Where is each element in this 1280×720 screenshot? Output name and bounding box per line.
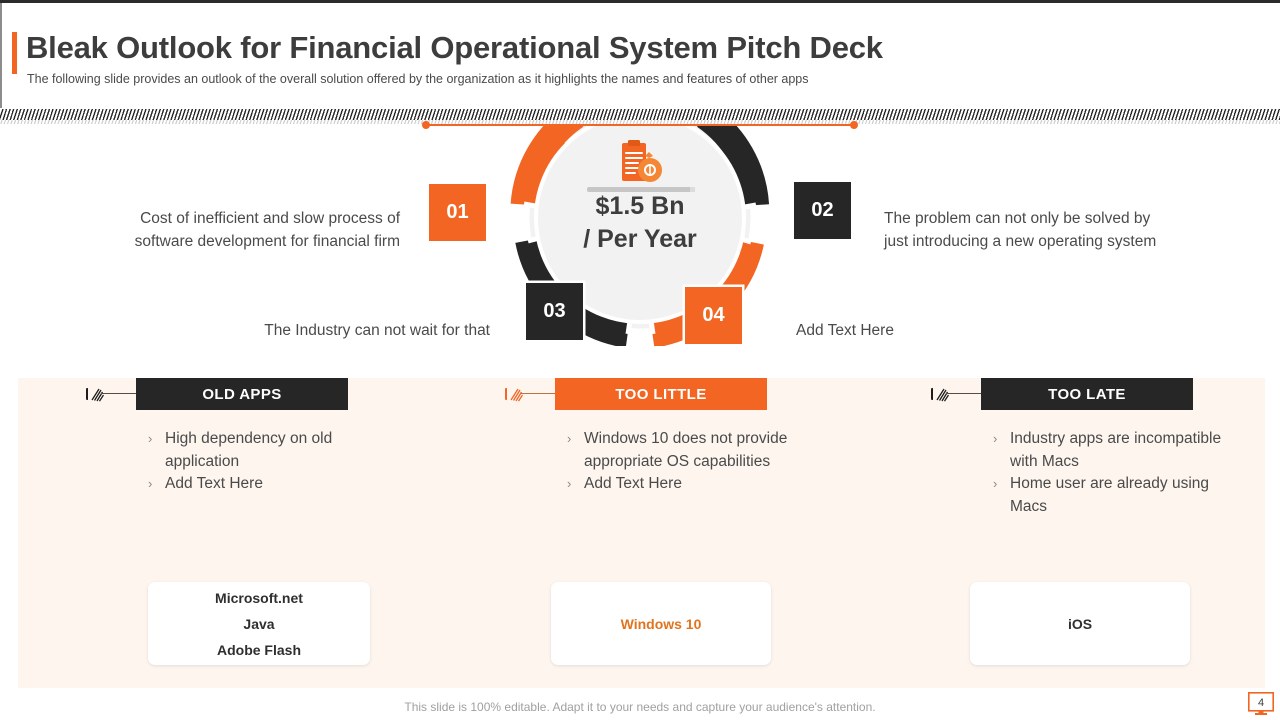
app-card-old-apps[interactable]: Microsoft.net Java Adobe Flash (148, 582, 370, 665)
header-connector-line (101, 393, 141, 395)
app-card-line: Java (243, 615, 275, 632)
header-chip-too-little[interactable]: TOO LITTLE (555, 378, 767, 410)
hatched-tag-icon (86, 388, 104, 402)
bullet-text: Add Text Here (584, 475, 682, 492)
list-item: › Add Text Here (148, 473, 378, 496)
chevron-right-icon: › (567, 431, 572, 446)
left-edge-rule (0, 3, 2, 108)
header-chip-too-late[interactable]: TOO LATE (981, 378, 1193, 410)
donut-rings (510, 126, 770, 346)
center-divider-rule (587, 187, 695, 192)
hatched-divider-light (0, 120, 1280, 124)
chevron-right-icon: › (148, 431, 153, 446)
center-value: $1.5 Bn / Per Year (424, 190, 856, 256)
segment-number-02[interactable]: 02 (794, 182, 851, 239)
content-panel: OLD APPS › High dependency on old applic… (18, 378, 1265, 688)
chevron-right-icon: › (993, 476, 998, 491)
header-connector-line (520, 393, 560, 395)
list-item: › Windows 10 does not provide appropriat… (567, 428, 797, 473)
list-item: › High dependency on old application (148, 428, 378, 473)
column-too-little: TOO LITTLE › Windows 10 does not provide… (505, 378, 905, 665)
app-card-line: iOS (1067, 615, 1093, 632)
app-card-too-little[interactable]: Windows 10 (551, 582, 771, 665)
bullet-text: High dependency on old application (165, 430, 333, 470)
bullet-list-too-late: › Industry apps are incompatible with Ma… (993, 428, 1243, 518)
bullet-text: Add Text Here (165, 475, 263, 492)
document-money-icon (622, 140, 662, 182)
page-title: Bleak Outlook for Financial Operational … (26, 30, 883, 65)
list-item: › Industry apps are incompatible with Ma… (993, 428, 1243, 473)
donut-top-connector-line (424, 124, 856, 126)
app-card-line: Windows 10 (620, 615, 702, 632)
hatched-divider (0, 109, 1280, 120)
donut-diagram: $1.5 Bn / Per Year 01 02 03 04 (422, 121, 858, 346)
bullet-text: Industry apps are incompatible with Macs (1010, 430, 1222, 470)
chevron-right-icon: › (993, 431, 998, 446)
page-number-text: 4 (1258, 697, 1264, 709)
center-value-line1: $1.5 Bn (595, 192, 685, 220)
column-header-too-late: TOO LATE (931, 378, 1261, 410)
bullet-list-old-apps: › High dependency on old application › A… (148, 428, 378, 496)
donut-connector-dot-left (422, 121, 430, 129)
bullet-list-too-little: › Windows 10 does not provide appropriat… (567, 428, 797, 496)
page-number-badge: 4 (1248, 692, 1274, 715)
donut-connector-dot-right (850, 121, 858, 129)
bullet-text: Windows 10 does not provide appropriate … (584, 430, 788, 470)
center-value-line2: / Per Year (583, 225, 697, 253)
chevron-right-icon: › (148, 476, 153, 491)
segment-callout-04: Add Text Here (796, 322, 894, 339)
column-header-old-apps: OLD APPS (86, 378, 486, 410)
footer-note: This slide is 100% editable. Adapt it to… (404, 700, 876, 714)
app-card-too-late[interactable]: iOS (970, 582, 1190, 665)
header-bar: Bleak Outlook for Financial Operational … (0, 14, 1280, 74)
app-card-line: Adobe Flash (216, 641, 301, 658)
top-edge-rule (0, 0, 1280, 3)
list-item: › Home user are already using Macs (993, 473, 1243, 518)
segment-number-01[interactable]: 01 (429, 184, 486, 241)
header-connector-line (946, 393, 986, 395)
title-accent-bar (12, 32, 17, 74)
chevron-right-icon: › (567, 476, 572, 491)
column-too-late: TOO LATE › Industry apps are incompatibl… (931, 378, 1261, 665)
app-card-line: Microsoft.net (215, 589, 303, 606)
segment-callout-01: Cost of inefficient and slow process of … (134, 210, 400, 250)
segment-callout-02: The problem can not only be solved by ju… (884, 210, 1157, 250)
segment-callout-03: The Industry can not wait for that (264, 322, 490, 339)
segment-number-03[interactable]: 03 (526, 283, 583, 340)
column-header-too-little: TOO LITTLE (505, 378, 905, 410)
page-subtitle: The following slide provides an outlook … (27, 72, 809, 86)
header-chip-old-apps[interactable]: OLD APPS (136, 378, 348, 410)
list-item: › Add Text Here (567, 473, 797, 496)
bullet-text: Home user are already using Macs (1010, 475, 1210, 515)
segment-number-04[interactable]: 04 (685, 287, 742, 344)
column-old-apps: OLD APPS › High dependency on old applic… (86, 378, 486, 665)
